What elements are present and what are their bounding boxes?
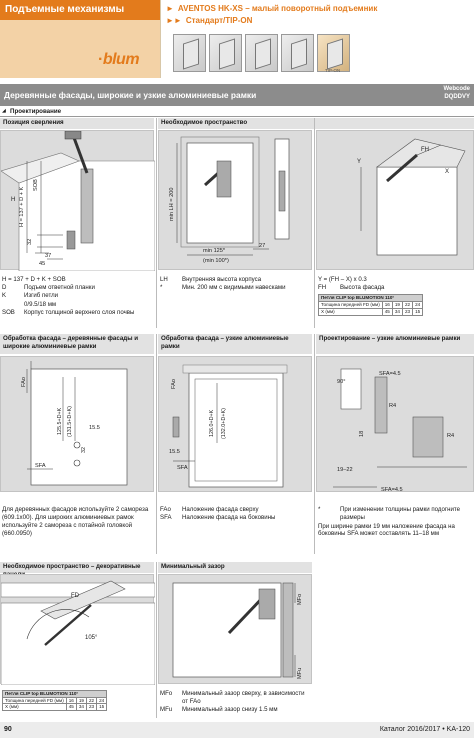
dim-label: FH [421,147,429,153]
product-line-2: ►►Стандарт/TIP-ON [166,16,253,25]
product-thumbnail[interactable] [317,34,350,72]
dim-label: 32 [81,447,87,453]
planning-tab: ◢ Проектирование [0,107,474,117]
dim-label: (132.0+D+K) [221,408,227,439]
dim-label: FAo [171,379,177,389]
header-brand-block: Подъемные механизмы ·blum [0,0,160,78]
front-wood-diagram: FAo 125.5+D+K (131.5+D+K) 32 15.5 SFA [0,356,154,492]
product-thumbnail[interactable] [281,34,314,72]
dim-label: FAo [21,377,27,387]
dim-label: SOB [33,179,39,191]
panel-title-drilling: Позиция сверления [0,118,154,129]
dim-label: R4 [389,403,396,409]
panel-title-decorative: Необходимое пространство – декоративные … [0,562,154,578]
clip-table: Петля CLIP top BLUMOTION 110° Толщина пе… [1,690,108,712]
dim-label: 126.0+D+K [209,409,215,437]
section-title: Деревянные фасады, широкие и узкие алюми… [4,90,257,100]
dim-label: 27 [259,243,265,249]
product-thumbnail[interactable] [173,34,206,72]
product-thumbnail[interactable] [245,34,278,72]
thumbnail-caption: TIP-ON [325,68,341,73]
dim-label: H [11,197,15,203]
dim-label: Y [357,159,361,165]
dim-label: MFo [297,594,303,605]
blum-logo: ·blum [98,51,140,68]
dim-label: MFu [297,668,303,679]
dim-label: 19–22 [337,467,353,473]
dim-label: SFA [177,465,188,471]
dim-label: SFA=4.5 [379,371,401,377]
dim-label: SFA=4.5 [381,487,403,493]
product-thumbnail[interactable] [209,34,242,72]
decorative-diagram: FD 105° [0,574,155,685]
decorative-clip-table-wrap: Петля CLIP top BLUMOTION 110° Толщина пе… [1,690,154,712]
dim-label: SFA [35,463,46,469]
product-line-1: ►AVENTOS HK-XS – малый поворотный подъем… [166,4,378,13]
planning-alu-legend: *При изменении толщины рамки подогните р… [318,506,460,538]
dim-label: 45 [39,261,45,267]
dim-label: X [445,169,449,175]
planning-tab-label: Проектирование [10,108,62,115]
catalog-label: Каталог 2016/2017 • KA-120 [379,726,470,733]
triangle-icon: ◢ [2,108,6,114]
dim-label: 105° [85,635,98,641]
dim-label: 90° [337,379,345,385]
dim-label: 15.5 [89,425,100,431]
dim-label: FD [71,593,80,599]
clip-table: Петля CLIP top BLUMOTION 110° Толщина пе… [317,294,424,316]
dim-label: min 125* [203,248,226,254]
front-alu-diagram: FAo 126.0+D+K (132.0+D+K) 15.5 SFA [158,356,312,492]
drilling-diagram: H H = 137 + D + K SOB 32 37 45 [0,130,155,271]
dim-label: 18 [359,431,365,437]
dim-label: 15.5 [169,449,180,455]
page-footer: 90 Каталог 2016/2017 • KA-120 [0,722,474,738]
page-number: 90 [4,726,12,733]
min-gap-diagram: MFo MFu [158,574,312,684]
space-formula-diagram: Y FH X [316,130,474,270]
dim-label: (131.5+D+K) [67,406,73,437]
panel-title-min-gap: Минимальный зазор [158,562,312,573]
required-space-diagram: min LH = 200 min 125* (min 100*) 27 [158,130,312,270]
panel-title-space: Необходимое пространство [158,118,474,129]
dim-label: 125.5+D+K [57,407,63,435]
dim-label: (min 100*) [203,258,229,264]
dim-label: R4 [447,433,454,439]
section-title-bar: Деревянные фасады, широкие и узкие алюми… [0,84,474,106]
product-thumbnails [173,34,350,72]
dim-label: H = 137 + D + K [19,186,25,227]
panel-title-planning-alu: Проектирование – узкие алюминиевые рамки [316,334,474,354]
panel-title-front-wood: Обработка фасада – деревянные фасады и ш… [0,334,154,354]
dim-label: 37 [45,253,51,259]
panel-title-front-alu: Обработка фасада – узкие алюминиевые рам… [158,334,312,354]
header-product-block: ►AVENTOS HK-XS – малый поворотный подъем… [160,0,474,78]
category-title: Подъемные механизмы [0,0,160,20]
planning-alu-diagram: 90° SFA=4.5 R4 18 R4 19–22 SFA=4.5 [316,356,474,493]
dim-label: min LH = 200 [169,188,175,221]
dim-label: 32 [27,239,33,245]
front-wood-note: Для деревянных фасадов используйте 2 сам… [2,506,149,538]
